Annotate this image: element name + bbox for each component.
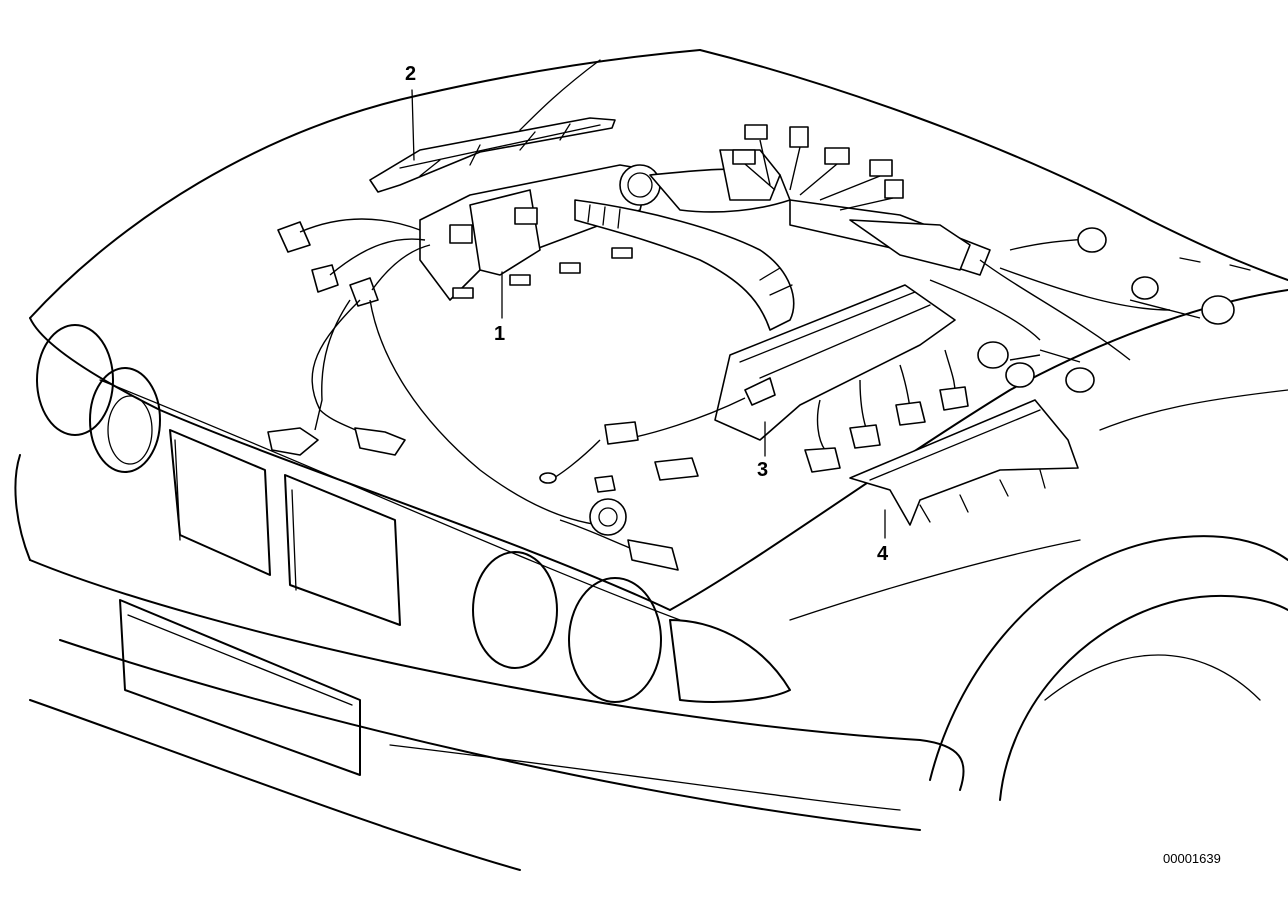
part-4-cover bbox=[849, 399, 1079, 526]
callout-1: 1 bbox=[494, 323, 505, 345]
callout-leaders bbox=[411, 89, 886, 539]
callout-4: 4 bbox=[877, 543, 889, 565]
part-1-harness bbox=[267, 124, 991, 571]
car-body bbox=[14, 49, 1288, 871]
part-2-cover bbox=[369, 117, 616, 193]
part-3-duct bbox=[539, 284, 969, 493]
callout-2: 2 bbox=[405, 63, 416, 85]
callout-3: 3 bbox=[757, 459, 768, 481]
right-sensors bbox=[929, 227, 1235, 393]
image-code: 00001639 bbox=[1163, 851, 1221, 866]
